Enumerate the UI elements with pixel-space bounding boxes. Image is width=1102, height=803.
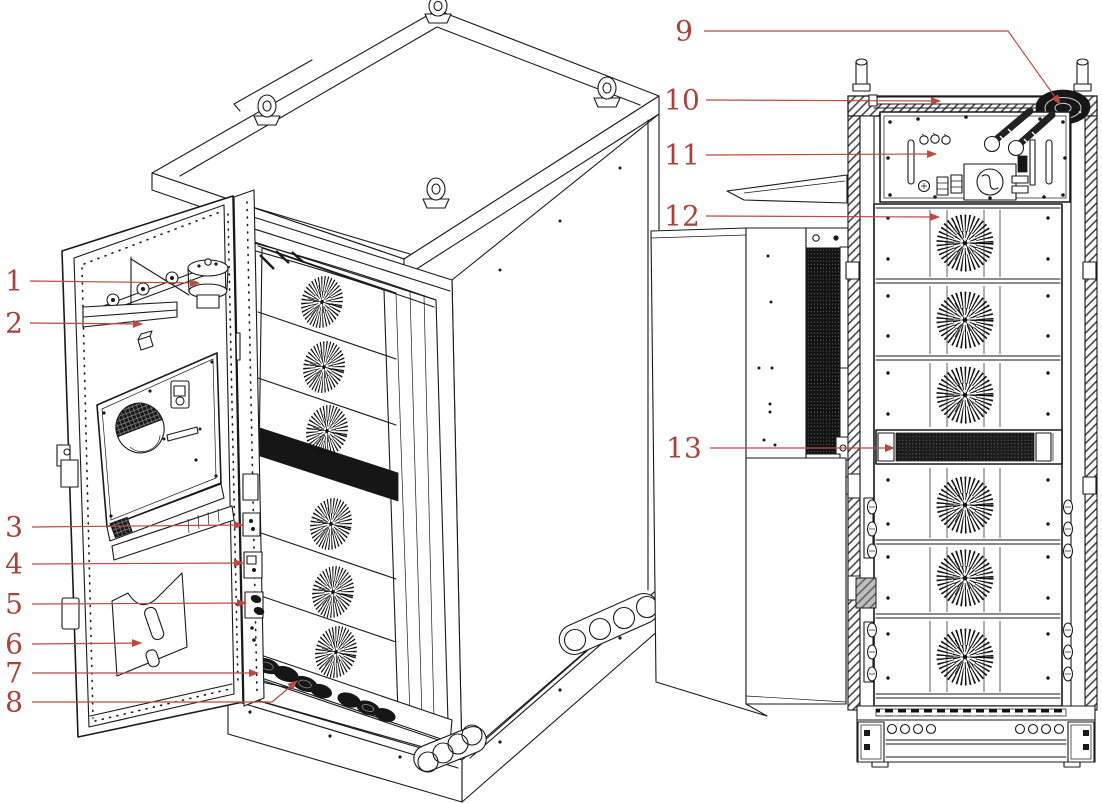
door-lower-rail — [106, 483, 235, 561]
door-lock-mechanism — [56, 444, 80, 630]
door-latches — [866, 499, 1074, 682]
callout-8-label: 8 — [5, 686, 23, 719]
callout-12-label: 12 — [664, 200, 700, 233]
door-filter-assembly — [745, 227, 851, 461]
callout-1-label: 1 — [5, 265, 23, 298]
base-holes — [886, 723, 1065, 735]
isometric-open-door-view — [56, 0, 660, 803]
door-lower-sheet — [745, 457, 847, 705]
left-wall — [847, 115, 861, 711]
callout-7-label: 7 — [5, 657, 23, 690]
orthographic-section-view — [650, 58, 1098, 768]
callout-11-label: 11 — [664, 139, 700, 172]
plinth-front-knockouts — [413, 724, 487, 773]
right-wall — [1084, 115, 1098, 711]
section-open-door — [650, 227, 768, 717]
callout-8-leader — [32, 680, 298, 703]
door-inner-panel — [96, 352, 222, 528]
plinth-base — [227, 587, 660, 803]
callout-3-leader — [31, 521, 245, 530]
callout-2-label: 2 — [5, 307, 23, 340]
door-frame-post — [223, 189, 265, 707]
panel-slot-right — [1045, 139, 1053, 185]
callout-1-leader — [29, 278, 201, 287]
callout-6-leader — [31, 639, 143, 648]
base-corner-bracket-left — [857, 721, 885, 763]
cable-glands — [254, 657, 396, 722]
post-terminal-3 — [242, 512, 261, 537]
rack-screws — [886, 216, 1050, 680]
callout-9-leader — [704, 30, 1061, 105]
callout-10-leader — [705, 96, 942, 105]
callout-3-label: 3 — [5, 511, 23, 544]
door-filter-media — [805, 247, 841, 455]
control-panel — [879, 107, 1071, 203]
door-louver-grille — [109, 516, 133, 539]
plinth-side-knockouts — [558, 592, 660, 656]
panel-slot-left — [907, 139, 915, 185]
hinge-hardware — [847, 473, 1074, 683]
terminal-stack — [1011, 139, 1036, 194]
cable-connectors — [983, 107, 1056, 157]
panel-latch — [170, 380, 190, 409]
door-canopy — [726, 174, 848, 204]
post-terminal-5 — [244, 591, 265, 619]
indicator-lights — [919, 132, 951, 145]
door-top-rail — [94, 261, 223, 317]
junction-cube — [137, 335, 154, 351]
callout-10-label: 10 — [664, 84, 700, 117]
post-terminal-4 — [243, 551, 263, 579]
callout-12-leader — [705, 212, 941, 221]
rack-vent-panel — [875, 429, 1063, 465]
open-door — [56, 195, 244, 738]
callout-11-leader — [705, 150, 938, 159]
callout-13-label: 13 — [666, 432, 702, 465]
callout-4-label: 4 — [5, 548, 23, 581]
callout-4-leader — [31, 559, 245, 568]
callout-2-leader — [29, 319, 144, 328]
main-switch — [963, 163, 1017, 201]
callout-6-label: 6 — [5, 628, 23, 661]
fan-module-rack — [873, 203, 1063, 707]
callout-9-label: 9 — [675, 15, 693, 48]
relay-cluster — [917, 174, 963, 196]
section-base — [856, 705, 1096, 768]
door-vent-grille — [115, 402, 165, 454]
base-corner-bracket-right — [1067, 721, 1095, 763]
interior-rack — [247, 239, 449, 723]
document-pocket — [111, 572, 188, 677]
door-bracket — [82, 301, 178, 328]
callout-5-label: 5 — [5, 588, 23, 621]
iso-vent-panel — [259, 427, 399, 502]
door-fan-unit — [126, 256, 229, 309]
section-lifting-eyes — [852, 58, 1092, 92]
panel-handle — [166, 426, 199, 442]
callout-5-leader — [31, 599, 248, 608]
lifting-eye-bolts — [253, 0, 621, 209]
